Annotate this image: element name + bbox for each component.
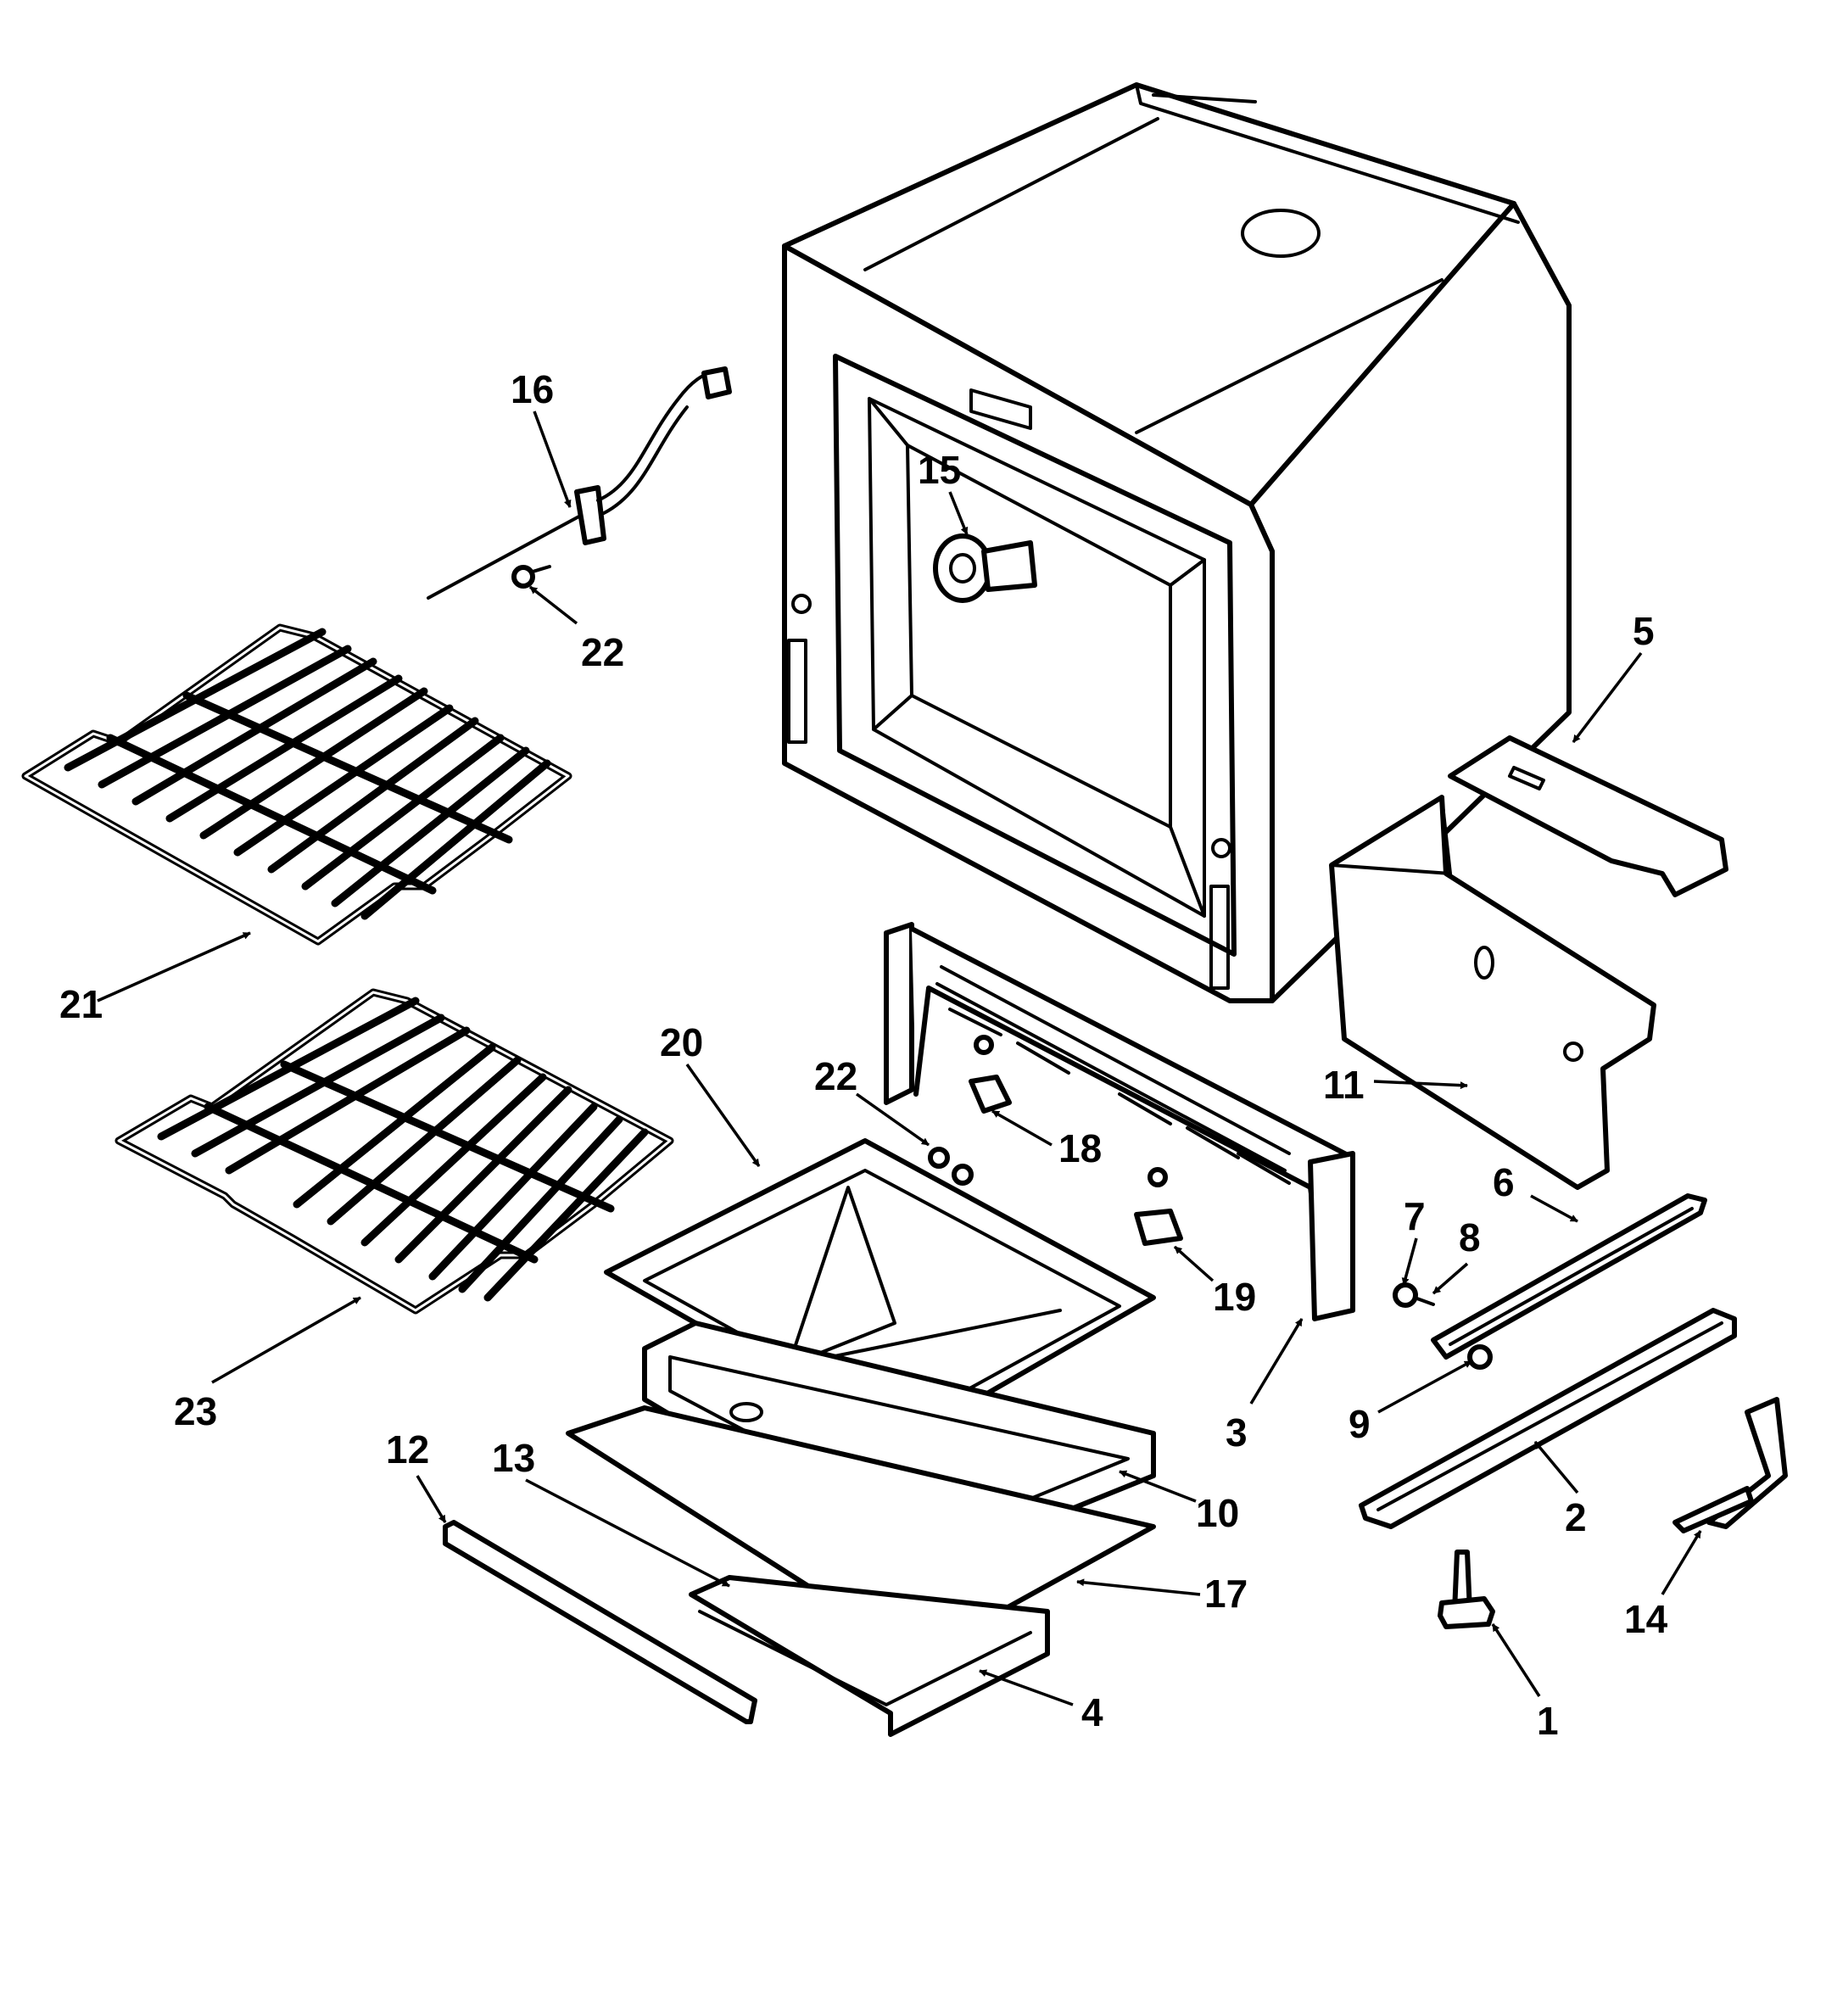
leader-2 [1533,1440,1579,1494]
leader-1 [1491,1623,1541,1697]
drawer-rail-right [1431,1193,1707,1360]
callout-23: 23 [174,1389,217,1433]
leader-14 [1661,1530,1702,1595]
door-clip-18 [969,1035,1012,1114]
callout-9: 9 [1349,1402,1371,1446]
callout-8: 8 [1459,1215,1481,1259]
leader-21 [97,931,251,1002]
callout-labels: 1 2 3 4 5 6 7 8 9 10 11 12 13 14 15 16 1… [59,367,1668,1743]
leader-15 [948,491,969,535]
nut-9 [1467,1344,1493,1370]
lower-front-frame [884,922,1355,1321]
callout-12: 12 [386,1427,429,1472]
leader-6 [1530,1194,1578,1223]
callout-15: 15 [918,448,961,492]
oven-temperature-sensor [427,366,732,600]
leader-8 [1432,1262,1469,1295]
drawer-trim-strip [443,1520,757,1724]
callout-22-upper: 22 [581,630,624,674]
screw-8 [1413,1296,1435,1306]
drawer-slide-rail [1359,1308,1737,1529]
callout-19: 19 [1213,1275,1256,1319]
leader-20 [685,1063,761,1168]
callout-22-lower: 22 [814,1054,857,1098]
leader-22b [855,1092,930,1147]
oven-light-socket [933,533,1037,603]
callout-13: 13 [492,1436,535,1480]
callout-17: 17 [1204,1572,1248,1616]
leader-17 [1076,1578,1201,1596]
leader-3 [1249,1318,1304,1404]
callout-4: 4 [1081,1690,1103,1734]
leader-7 [1401,1237,1418,1286]
leader-16 [533,410,572,508]
callout-5: 5 [1633,609,1655,653]
screws-22-lower [928,1147,974,1186]
leader-5 [1572,651,1643,744]
callout-14: 14 [1624,1597,1668,1641]
leader-lines [97,410,1702,1706]
anti-tip-bracket [1672,1397,1788,1533]
callout-6: 6 [1493,1160,1515,1204]
callout-16: 16 [511,367,554,411]
callout-18: 18 [1058,1126,1102,1170]
leader-9 [1377,1360,1472,1414]
callout-20: 20 [660,1020,703,1064]
leader-11 [1373,1080,1468,1090]
screw-7 [1393,1282,1418,1308]
callout-2: 2 [1565,1495,1587,1539]
bottom-bracket [1448,735,1728,897]
oven-cavity [782,82,1572,1003]
leader-12 [416,1475,447,1523]
bottom-insulation [566,1405,1156,1661]
callout-7: 7 [1404,1194,1426,1238]
callout-1: 1 [1537,1699,1559,1743]
leader-4 [979,1669,1074,1706]
leader-23 [211,1296,361,1384]
callout-3: 3 [1226,1410,1248,1455]
leader-22a [528,585,578,625]
callout-11: 11 [1323,1063,1365,1107]
oven-rack-lower [114,988,674,1315]
oven-rack-upper [21,623,572,946]
leader-19 [1173,1245,1215,1282]
screw-22-upper [511,565,551,589]
leader-18 [991,1109,1053,1147]
drawer-base-panel [689,1575,1050,1737]
leader-13 [525,1478,730,1588]
leveling-leg [1438,1550,1495,1629]
callout-10: 10 [1196,1491,1239,1535]
leader-10 [1119,1470,1197,1503]
callout-21: 21 [59,982,103,1026]
heat-shield [1329,795,1656,1190]
door-clip-19 [1134,1167,1183,1246]
